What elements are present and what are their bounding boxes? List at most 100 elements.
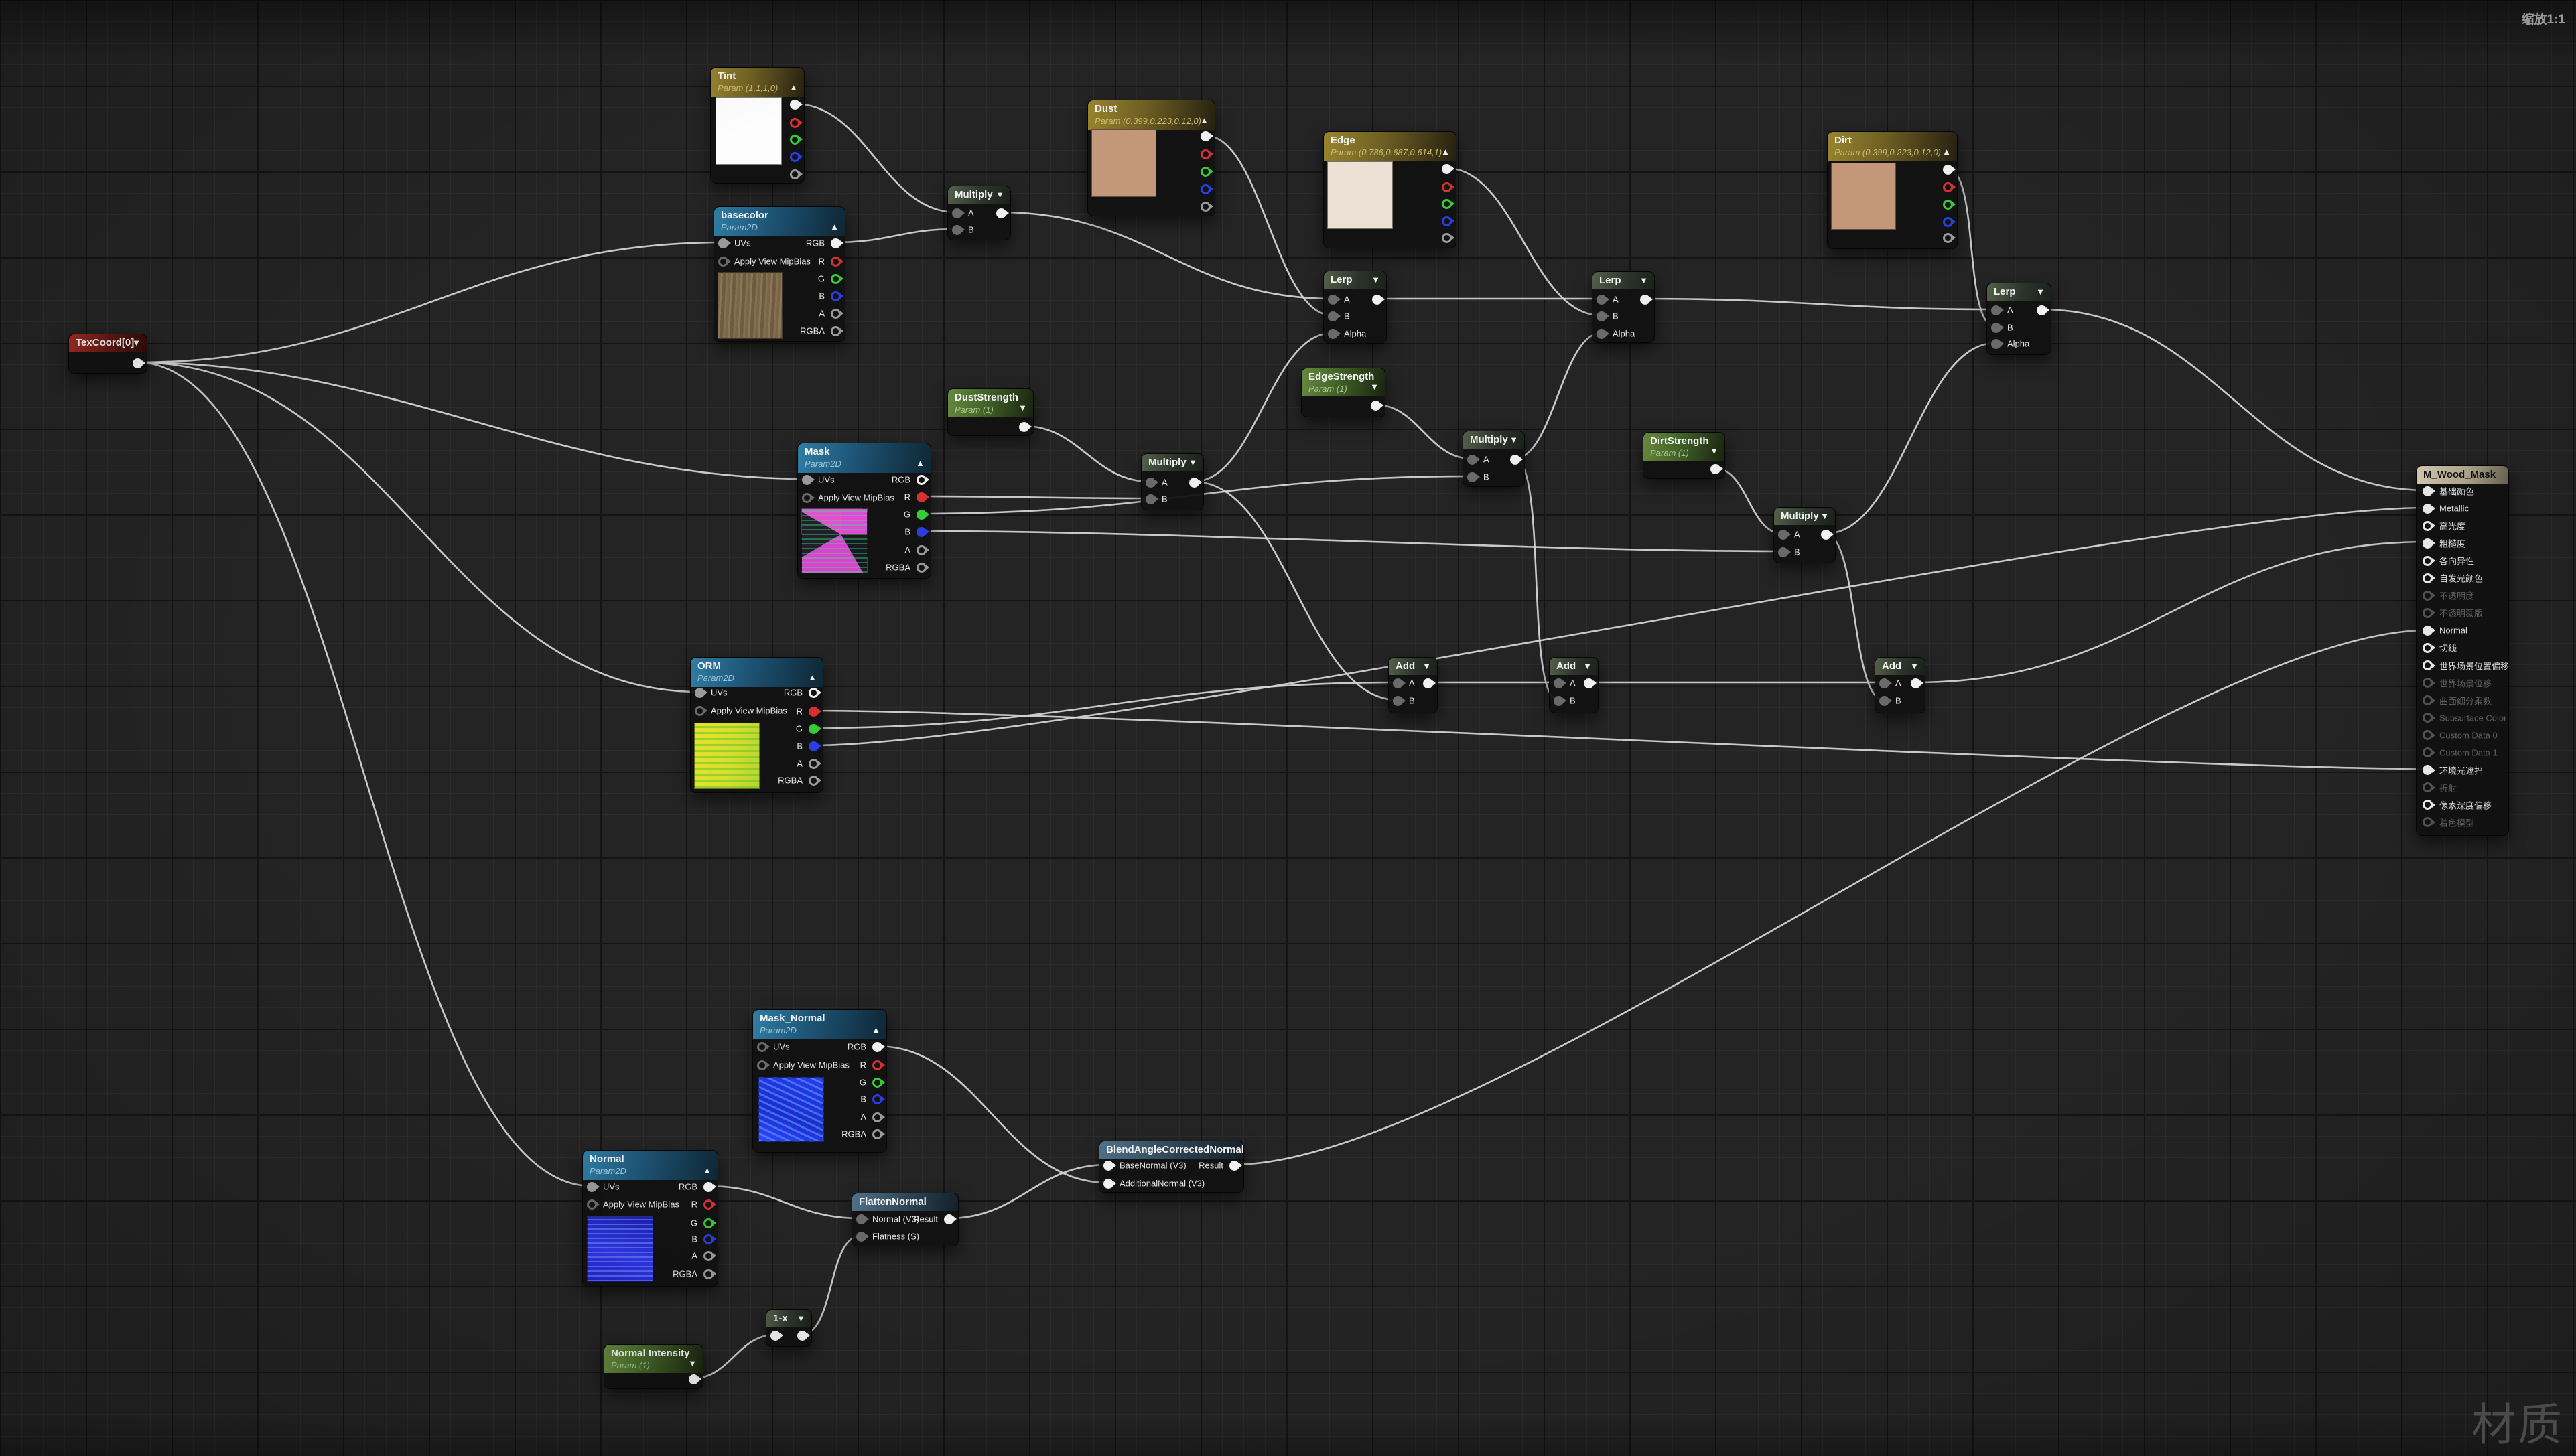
pin-Result[interactable]	[944, 1214, 954, 1224]
pin-A[interactable]	[1328, 295, 1338, 305]
pin-R[interactable]	[872, 1060, 882, 1070]
collapse-arrow-icon[interactable]: ▼	[1639, 275, 1648, 285]
pin-BaseNormal (V3)[interactable]	[1103, 1161, 1113, 1171]
pin-R[interactable]	[917, 492, 927, 502]
pin-Custom Data 0[interactable]	[2423, 730, 2433, 740]
node-lerp1[interactable]: Lerp▼ABAlpha	[1323, 271, 1387, 344]
collapse-arrow-icon[interactable]: ▲	[789, 82, 798, 92]
pin-output[interactable]	[790, 100, 800, 110]
pin-A[interactable]	[1146, 478, 1156, 488]
node-blend[interactable]: BlendAngleCorrectedNormalsBaseNormal (V3…	[1099, 1141, 1244, 1193]
pin-R[interactable]	[831, 257, 841, 267]
pin-RGBA[interactable]	[831, 326, 841, 336]
pin-自发光颜色[interactable]	[2423, 573, 2433, 583]
collapse-arrow-icon[interactable]: ▲	[830, 222, 839, 232]
pin-input[interactable]	[770, 1331, 781, 1341]
pin-output[interactable]	[1510, 455, 1520, 465]
pin-A[interactable]	[703, 1251, 714, 1261]
pin-output[interactable]	[1372, 295, 1382, 305]
collapse-arrow-icon[interactable]: ▼	[2036, 287, 2045, 297]
pin-A[interactable]	[1467, 455, 1477, 465]
pin-RGB[interactable]	[809, 688, 819, 698]
pin-着色模型[interactable]	[2423, 817, 2433, 827]
pin-output[interactable]	[1371, 401, 1381, 411]
pin-Apply View MipBias[interactable]	[695, 706, 705, 716]
pin-基础颜色[interactable]	[2423, 486, 2433, 496]
pin-output[interactable]	[996, 208, 1006, 218]
pin-Alpha[interactable]	[1991, 339, 2001, 349]
collapse-arrow-icon[interactable]: ▼	[1910, 661, 1919, 671]
node-add2[interactable]: Add▼AB	[1549, 657, 1599, 713]
pin-折射[interactable]	[2423, 782, 2433, 792]
node-add1[interactable]: Add▼AB	[1388, 657, 1438, 713]
pin-output[interactable]	[790, 118, 800, 128]
pin-世界场景位置偏移[interactable]	[2423, 660, 2433, 670]
pin-像素深度偏移[interactable]	[2423, 800, 2433, 810]
pin-Apply View MipBias[interactable]	[802, 493, 812, 503]
collapse-arrow-icon[interactable]: ▼	[1371, 275, 1380, 285]
pin-output[interactable]	[797, 1331, 807, 1341]
pin-output[interactable]	[790, 152, 800, 162]
node-orm[interactable]: ORMParam2D▲UVsApply View MipBiasRGBRGBAR…	[690, 657, 823, 793]
node-lerp3[interactable]: Lerp▼ABAlpha	[1986, 283, 2051, 355]
pin-R[interactable]	[703, 1199, 714, 1210]
pin-G[interactable]	[703, 1218, 714, 1228]
pin-A[interactable]	[872, 1112, 882, 1122]
node-mul_tint[interactable]: Multiply▼AB	[947, 186, 1011, 240]
pin-A[interactable]	[809, 759, 819, 769]
node-mul_edge[interactable]: Multiply▼AB	[1463, 431, 1525, 487]
collapse-arrow-icon[interactable]: ▼	[996, 190, 1004, 200]
pin-output[interactable]	[1423, 678, 1433, 688]
pin-G[interactable]	[917, 510, 927, 520]
pin-Flatness (S)[interactable]	[856, 1232, 866, 1242]
pin-Subsurface Color[interactable]	[2423, 713, 2433, 723]
pin-G[interactable]	[872, 1078, 882, 1088]
pin-AdditionalNormal (V3)[interactable]	[1103, 1179, 1113, 1189]
pin-Metallic[interactable]	[2423, 504, 2433, 514]
pin-output[interactable]	[1943, 233, 1953, 243]
pin-环境光遮挡[interactable]	[2423, 765, 2433, 775]
pin-B[interactable]	[703, 1234, 714, 1244]
collapse-arrow-icon[interactable]: ▼	[1820, 511, 1829, 521]
pin-Alpha[interactable]	[1328, 329, 1338, 339]
node-lerp2[interactable]: Lerp▼ABAlpha	[1592, 271, 1655, 343]
pin-曲面细分乘数[interactable]	[2423, 695, 2433, 705]
collapse-arrow-icon[interactable]: ▲	[916, 458, 925, 468]
pin-output[interactable]	[2037, 305, 2047, 315]
node-normal_intensity[interactable]: Normal IntensityParam (1)▼	[604, 1344, 703, 1389]
pin-output[interactable]	[689, 1374, 699, 1384]
pin-A[interactable]	[1991, 305, 2001, 315]
pin-output[interactable]	[1442, 164, 1452, 174]
node-basecolor[interactable]: basecolorParam2D▲UVsApply View MipBiasRG…	[714, 206, 845, 342]
node-edge[interactable]: EdgeParam (0.786,0.687,0.614,1)▲	[1323, 131, 1456, 248]
node-texcoord[interactable]: TexCoord[0]▼	[68, 334, 147, 374]
pin-output[interactable]	[1911, 678, 1921, 688]
pin-A[interactable]	[831, 309, 841, 319]
pin-output[interactable]	[1201, 202, 1211, 212]
collapse-arrow-icon[interactable]: ▲	[1942, 147, 1951, 157]
pin-Apply View MipBias[interactable]	[757, 1060, 767, 1070]
pin-A[interactable]	[1393, 678, 1403, 688]
collapse-arrow-icon[interactable]: ▼	[1189, 457, 1197, 467]
pin-A[interactable]	[917, 545, 927, 555]
collapse-arrow-icon[interactable]: ▼	[1018, 403, 1027, 413]
pin-RGBA[interactable]	[703, 1269, 714, 1279]
pin-Normal[interactable]	[2423, 626, 2433, 636]
pin-B[interactable]	[1991, 323, 2001, 333]
pin-UVs[interactable]	[802, 475, 812, 485]
pin-不透明蒙版[interactable]	[2423, 608, 2433, 618]
collapse-arrow-icon[interactable]: ▼	[1509, 435, 1518, 445]
pin-B[interactable]	[831, 291, 841, 301]
pin-Result[interactable]	[1229, 1161, 1239, 1171]
pin-output[interactable]	[1442, 199, 1452, 209]
pin-output[interactable]	[1943, 217, 1953, 227]
pin-output[interactable]	[1442, 182, 1452, 192]
pin-UVs[interactable]	[695, 688, 705, 698]
pin-output[interactable]	[1201, 149, 1211, 159]
pin-B[interactable]	[1778, 547, 1788, 557]
node-normal[interactable]: NormalParam2D▲UVsApply View MipBiasRGBRG…	[582, 1150, 718, 1287]
collapse-arrow-icon[interactable]: ▼	[797, 1313, 805, 1323]
collapse-arrow-icon[interactable]: ▲	[872, 1025, 880, 1035]
pin-RGB[interactable]	[917, 475, 927, 485]
